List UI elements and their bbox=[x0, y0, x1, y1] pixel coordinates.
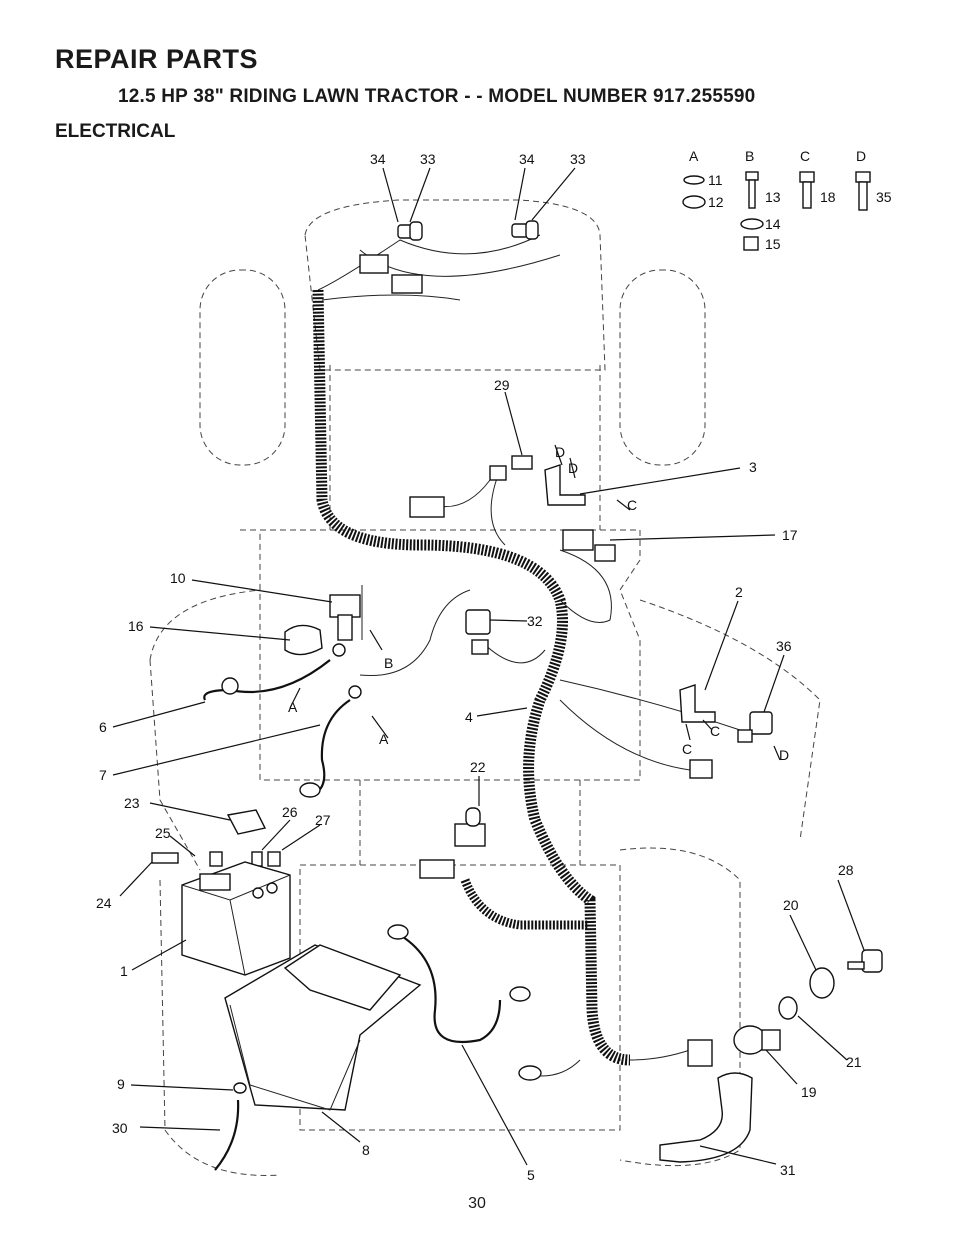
letter-c1: C bbox=[627, 497, 637, 513]
callout-21: 21 bbox=[846, 1054, 862, 1070]
callout-24: 24 bbox=[96, 895, 112, 911]
hardware-letter-labels: D D C B A A C C D bbox=[288, 444, 789, 763]
seat-connector bbox=[409, 496, 445, 518]
callout-6: 6 bbox=[99, 719, 107, 735]
harness-wires bbox=[317, 234, 741, 1077]
battery-1 bbox=[181, 861, 291, 976]
callout-33a: 33 bbox=[420, 151, 436, 167]
callout-3: 3 bbox=[749, 459, 757, 475]
key-item-12: 12 bbox=[708, 194, 724, 210]
letter-d2: D bbox=[568, 460, 578, 476]
connector-upper-right bbox=[391, 274, 423, 294]
pad-23 bbox=[226, 809, 267, 835]
hardware-key: A B C D 11 12 13 14 15 18 35 bbox=[682, 148, 892, 252]
wire-harness-coil bbox=[312, 289, 631, 1066]
page-title: REPAIR PARTS bbox=[55, 44, 259, 74]
key-column-c: C bbox=[800, 148, 810, 164]
key-column-d: D bbox=[856, 148, 866, 164]
callout-2: 2 bbox=[735, 584, 743, 600]
key-item-11: 11 bbox=[708, 172, 723, 188]
headlight-socket-right bbox=[511, 220, 539, 240]
callout-28: 28 bbox=[838, 862, 854, 878]
connector-upper-left bbox=[359, 254, 389, 274]
callout-36: 36 bbox=[776, 638, 792, 654]
switch-22 bbox=[454, 807, 486, 847]
nut-21 bbox=[778, 996, 798, 1020]
key-item-13: 13 bbox=[765, 189, 781, 205]
callout-1: 1 bbox=[120, 963, 128, 979]
key-item-15: 15 bbox=[765, 236, 781, 252]
callout-32: 32 bbox=[527, 613, 543, 629]
callout-10: 10 bbox=[170, 570, 186, 586]
connector-29 bbox=[489, 455, 533, 481]
callout-34a: 34 bbox=[370, 151, 386, 167]
key-item-18: 18 bbox=[820, 189, 836, 205]
letter-c2: C bbox=[710, 723, 720, 739]
callout-7: 7 bbox=[99, 767, 107, 783]
bracket-3 bbox=[544, 464, 586, 506]
model-subtitle: 12.5 HP 38" RIDING LAWN TRACTOR - - MODE… bbox=[118, 86, 756, 107]
callout-22: 22 bbox=[470, 759, 486, 775]
relay-36 bbox=[737, 711, 773, 743]
battery-box-8 bbox=[224, 944, 422, 1111]
connector-22 bbox=[419, 859, 455, 879]
letter-a2: A bbox=[379, 731, 389, 747]
bolt-nut-set bbox=[151, 851, 281, 867]
tractor-outline bbox=[149, 199, 821, 1176]
letter-d3: D bbox=[779, 747, 789, 763]
letter-b1: B bbox=[384, 655, 393, 671]
solenoid-10 bbox=[329, 585, 363, 641]
headlight-socket-left bbox=[397, 221, 423, 241]
callout-19: 19 bbox=[801, 1084, 817, 1100]
key-column-b: B bbox=[745, 148, 754, 164]
key-28 bbox=[847, 949, 883, 973]
key-item-14: 14 bbox=[765, 216, 781, 232]
callout-4: 4 bbox=[465, 709, 473, 725]
callout-16: 16 bbox=[128, 618, 144, 634]
switch-32 bbox=[465, 609, 491, 655]
callout-20: 20 bbox=[783, 897, 799, 913]
callout-26: 26 bbox=[282, 804, 298, 820]
bezel-20 bbox=[809, 967, 835, 999]
drain-tube-30 bbox=[214, 1099, 240, 1171]
callout-33b: 33 bbox=[570, 151, 586, 167]
switch-17 bbox=[562, 529, 616, 562]
battery-cable-7 bbox=[299, 685, 362, 798]
battery-cable-5 bbox=[387, 924, 531, 1044]
callout-8: 8 bbox=[362, 1142, 370, 1158]
tube-31 bbox=[659, 1072, 753, 1163]
key-item-35: 35 bbox=[876, 189, 892, 205]
callout-31: 31 bbox=[780, 1162, 796, 1178]
page-number: 30 bbox=[468, 1195, 486, 1212]
callout-23: 23 bbox=[124, 795, 140, 811]
ground-terminal bbox=[518, 1065, 542, 1081]
callout-9: 9 bbox=[117, 1076, 125, 1092]
terminal-boot-16 bbox=[284, 624, 323, 656]
grommet-9 bbox=[233, 1082, 247, 1094]
connector-rear bbox=[689, 759, 713, 779]
ignition-connector bbox=[687, 1039, 713, 1067]
callout-29: 29 bbox=[494, 377, 510, 393]
callout-numbers: 34 33 34 33 29 3 17 10 16 32 2 36 6 4 7 … bbox=[96, 151, 862, 1183]
callout-27: 27 bbox=[315, 812, 331, 828]
leader-lines bbox=[112, 167, 865, 1166]
letter-c3: C bbox=[682, 741, 692, 757]
ignition-switch-19 bbox=[733, 1025, 781, 1055]
key-column-a: A bbox=[689, 148, 699, 164]
letter-d1: D bbox=[555, 444, 565, 460]
bracket-2 bbox=[679, 684, 716, 723]
battery-cable-6 bbox=[203, 643, 346, 701]
callout-17: 17 bbox=[782, 527, 798, 543]
callout-25: 25 bbox=[155, 825, 171, 841]
callout-5: 5 bbox=[527, 1167, 535, 1183]
letter-a1: A bbox=[288, 699, 298, 715]
section-title: ELECTRICAL bbox=[55, 121, 176, 142]
callout-30: 30 bbox=[112, 1120, 128, 1136]
callout-34b: 34 bbox=[519, 151, 535, 167]
